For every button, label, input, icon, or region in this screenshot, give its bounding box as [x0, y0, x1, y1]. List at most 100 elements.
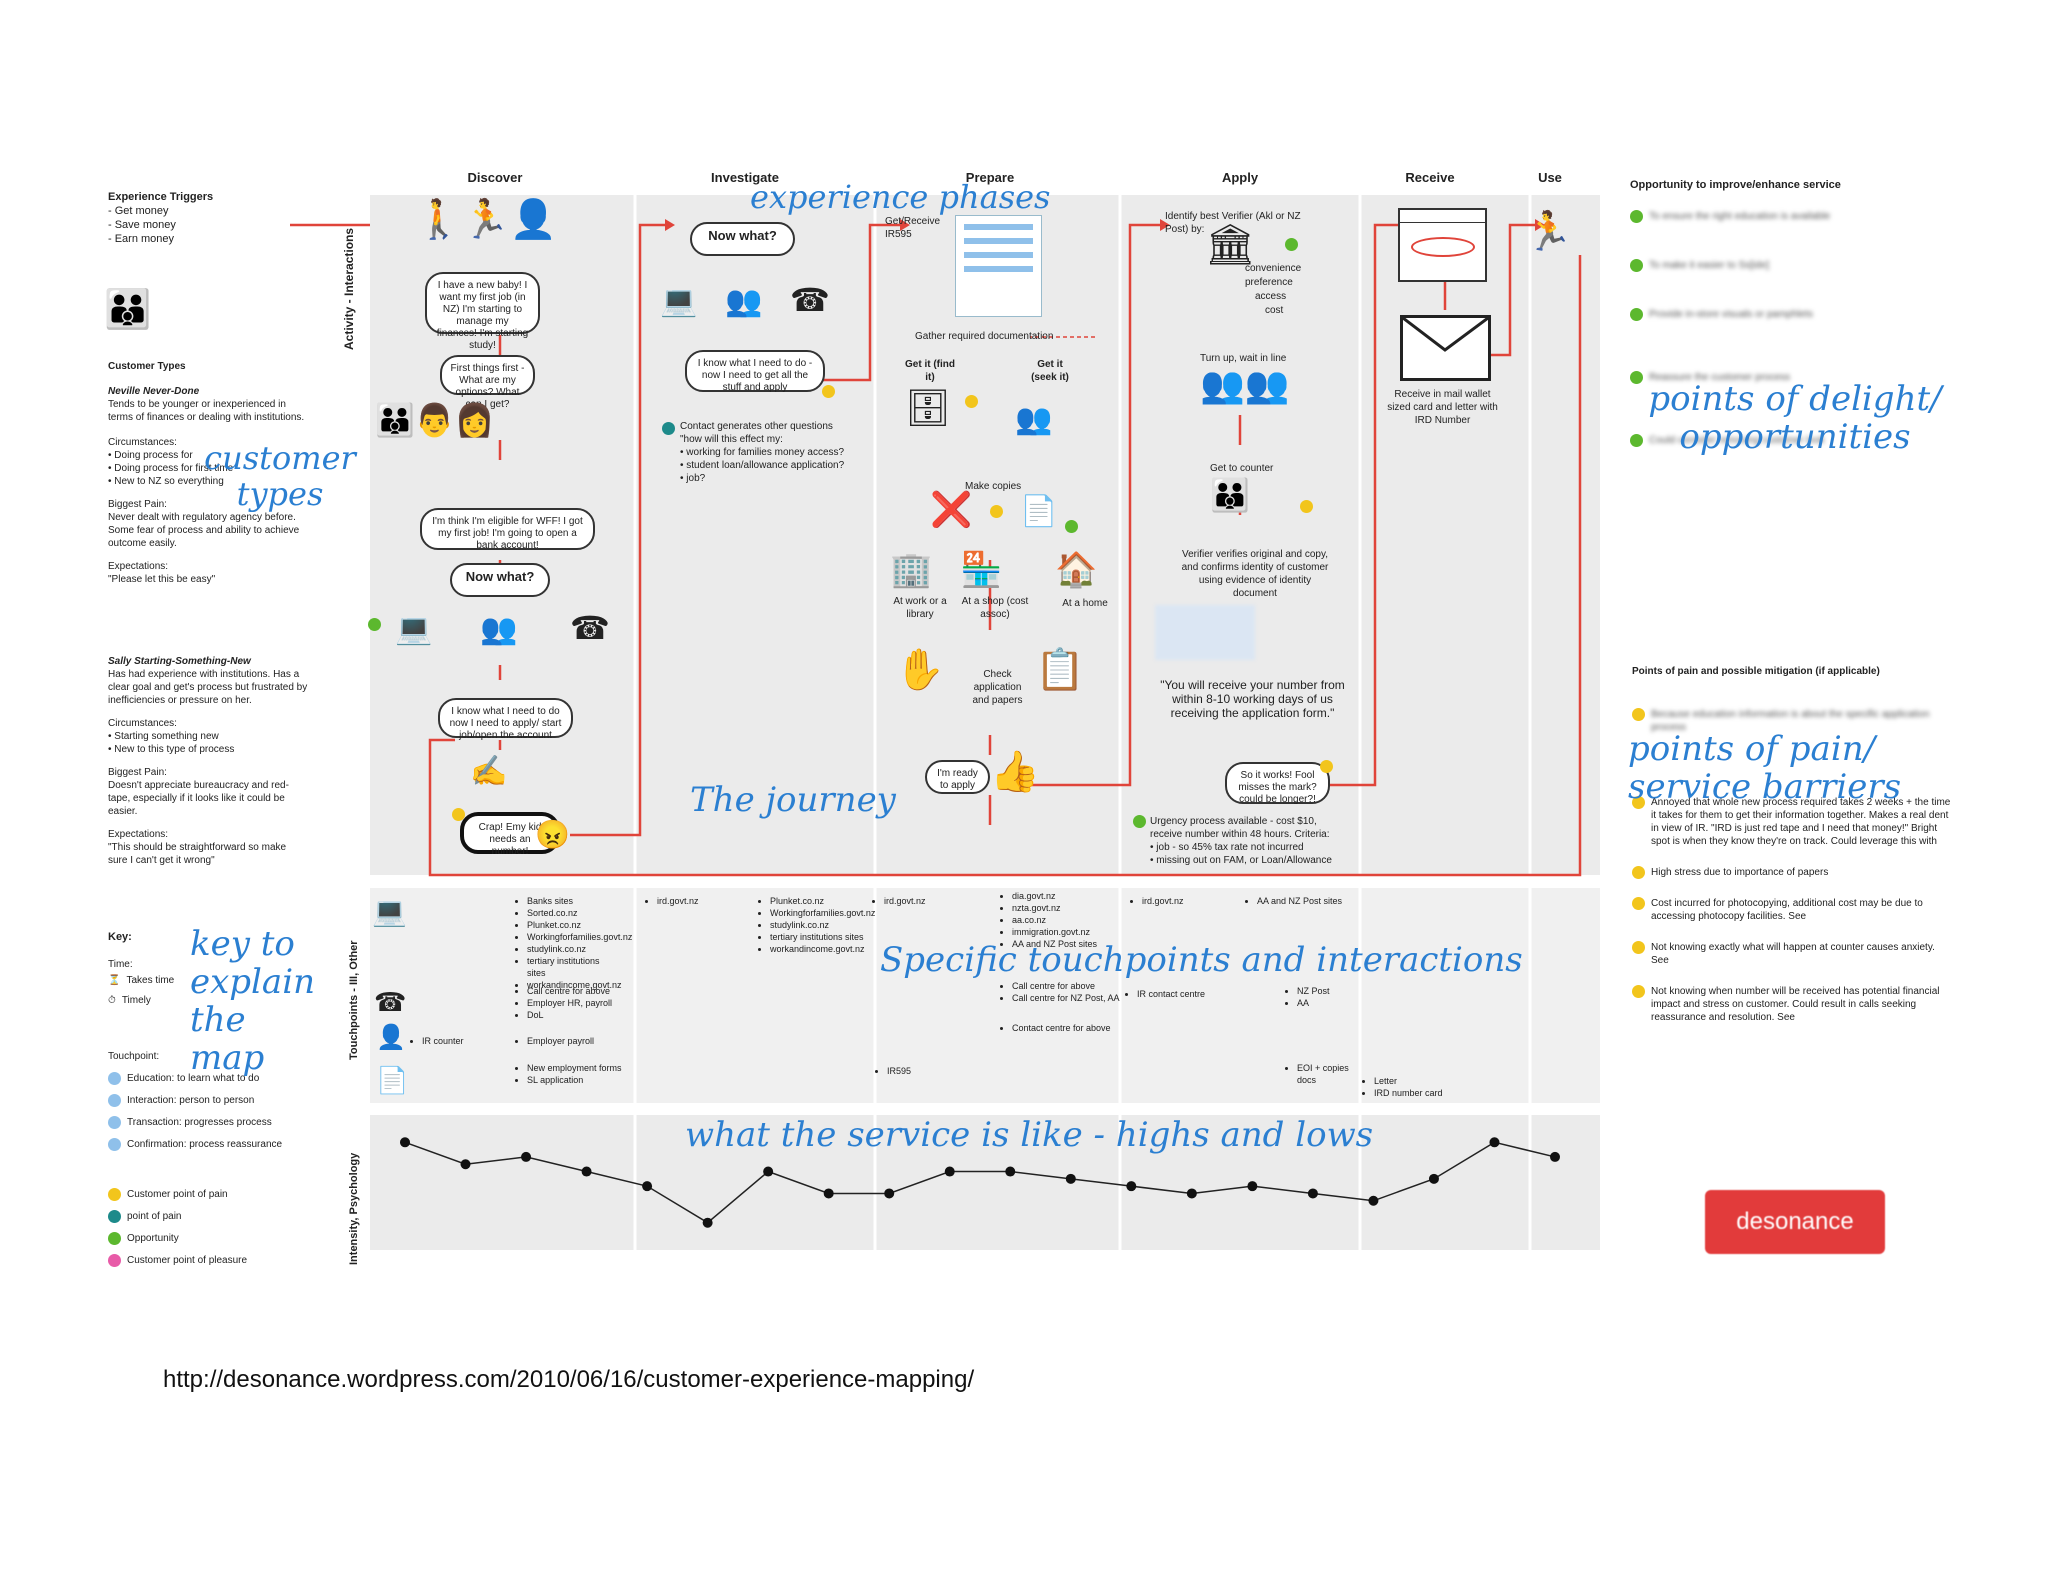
- touchpoint-dot-icon: [108, 1138, 121, 1151]
- persona-circ-label: Circumstances:: [108, 718, 177, 729]
- touchpoints-web-1: Banks sites Sorted.co.nz Plunket.co.nz W…: [515, 895, 632, 991]
- speech-bubble: First things first - What are my options…: [440, 355, 535, 410]
- emotion-point: [884, 1188, 895, 1199]
- touchpoints-forms-1: New employment forms SL application: [515, 1062, 645, 1086]
- get-it-seek-label: Get it (seek it): [1031, 359, 1069, 383]
- pain-text: Not knowing exactly what will happen at …: [1651, 942, 1935, 966]
- persona-circ-3: • New to NZ so everything: [108, 476, 224, 487]
- contact-generates-text: Contact generates other questions "how w…: [680, 420, 850, 485]
- emotion-point: [460, 1159, 471, 1170]
- emotion-point: [944, 1166, 955, 1177]
- persona-neville: Neville Never-Done Tends to be younger o…: [108, 385, 308, 586]
- people-icon: 🚶🏃👤: [415, 199, 557, 241]
- phase-prepare: Prepare: [965, 170, 1015, 185]
- annotation-key: key to explain the map: [190, 924, 315, 1078]
- speech-bubble: I know what I need to do now I need to a…: [438, 698, 573, 741]
- annotation-points-of-pain: points of pain/ service barriers: [1628, 729, 1902, 807]
- touchpoint-item: dia.govt.nz: [1012, 890, 1110, 902]
- pain-text: Annoyed that whole new process required …: [1651, 797, 1951, 847]
- pain-dot-icon: [965, 395, 978, 408]
- persona-circ-2: • New to this type of process: [108, 744, 235, 755]
- emotion-point: [581, 1166, 592, 1177]
- pain-dot-icon: [1632, 708, 1645, 721]
- make-copies-label: Make copies: [965, 481, 1022, 492]
- running-person-icon: 🏃: [1525, 211, 1573, 253]
- opportunity-text: To ensure the right education is availab…: [1649, 211, 1831, 222]
- touchpoint-item: workandincome.govt.nz: [770, 943, 868, 955]
- pain-text: Not knowing when number will be received…: [1651, 986, 1940, 1023]
- pain-dot-icon: [452, 808, 465, 821]
- opportunity-item: Could consider removing customer look: [1630, 434, 1960, 447]
- touchpoint-item: AA: [1297, 997, 1365, 1009]
- writing-icon: ✍: [470, 755, 508, 788]
- legend-item: point of pain: [108, 1210, 182, 1223]
- computer-user-icon: 💻: [660, 285, 698, 318]
- turn-up-label: Turn up, wait in line: [1200, 353, 1287, 364]
- calendar-icon: [1398, 208, 1487, 282]
- touchpoint-item: Workingforfamilies.govt.nz: [770, 907, 875, 919]
- emotion-point: [1186, 1188, 1197, 1199]
- opportunity-item: To ensure the right education is availab…: [1630, 210, 1960, 223]
- touchpoint-item: Plunket.co.nz: [527, 919, 615, 931]
- pain-dot-icon: [1632, 866, 1645, 879]
- touchpoint-item: ird.govt.nz: [1142, 895, 1210, 907]
- persona-name: Neville Never-Done: [108, 386, 200, 397]
- pain-item: Not knowing when number will be received…: [1632, 985, 1952, 1024]
- touchpoints-counter-3: Contact centre for above: [1000, 1022, 1130, 1034]
- opportunity-text: Could consider removing customer look: [1649, 435, 1825, 446]
- at-work-label: At work or a library: [893, 596, 947, 620]
- annotation-service-like: what the service is like - highs and low…: [685, 1115, 1374, 1155]
- persona-name: Sally Starting-Something-New: [108, 656, 251, 667]
- persona-exp-label: Expectations:: [108, 561, 169, 572]
- persona-desc: Tends to be younger or inexperienced in …: [108, 399, 305, 423]
- pain-dot-icon: [1632, 941, 1645, 954]
- pain-dot-icon: [108, 1210, 121, 1223]
- speech-bubble: Now what?: [450, 563, 550, 597]
- persona-exp: "Please let this be easy": [108, 574, 216, 585]
- speech-bubble: So it works! Fool misses the mark? could…: [1225, 762, 1330, 805]
- emotion-point: [823, 1188, 834, 1199]
- angry-face-icon: 😠: [535, 819, 570, 850]
- key-touchpoint-label: Touchpoint:: [108, 1051, 160, 1062]
- touchpoint-dot-icon: [108, 1116, 121, 1129]
- emotion-point: [702, 1217, 713, 1228]
- emotion-point: [1428, 1173, 1439, 1184]
- at-shop-label: At a shop (cost assoc): [961, 596, 1029, 620]
- footer-url[interactable]: http://desonance.wordpress.com/2010/06/1…: [163, 1366, 975, 1393]
- touchpoint-item: tertiary institutions sites: [527, 955, 615, 979]
- opportunity-heading: Opportunity to improve/enhance service: [1630, 179, 1841, 191]
- urgency-label: Urgency process available - cost $10, re…: [1150, 816, 1330, 840]
- touchpoint-item: Plunket.co.nz: [770, 895, 868, 907]
- key-item: Interaction: person to person: [108, 1094, 254, 1107]
- touchpoint-band: [370, 888, 1600, 1103]
- opportunity-dot-icon: [368, 618, 381, 631]
- phase-investigate: Investigate: [711, 170, 779, 185]
- opportunity-text: To make it easier to Ss[ide]: [1649, 260, 1770, 271]
- touchpoint-item: Sorted.co.nz: [527, 907, 615, 919]
- home-icon: 🏠: [1055, 551, 1098, 589]
- desonance-logo: desonance: [1705, 1190, 1885, 1254]
- phone-icon: ☎: [790, 282, 830, 318]
- key-item-label: Interaction: person to person: [127, 1095, 255, 1106]
- touchpoints-phone-2: Call centre for above Call centre for NZ…: [1000, 980, 1125, 1004]
- customer-types-heading: Customer Types: [108, 361, 186, 372]
- emotion-line: [404, 1141, 1556, 1224]
- persona-pain-label: Biggest Pain:: [108, 767, 167, 778]
- emotion-point: [400, 1137, 410, 1148]
- speech-bubble-angry: Crap! Emy kid needs an number!: [460, 812, 560, 857]
- emotion-point: [1126, 1181, 1137, 1192]
- touchpoint-item: Call centre for NZ Post, AA: [1012, 992, 1125, 1004]
- touchpoints-forms-3: EOI + copies docs: [1285, 1062, 1365, 1086]
- emotion-point: [1368, 1195, 1379, 1206]
- opportunity-item: Reassure the customer process: [1630, 371, 1960, 384]
- row-label-activity: Activity - Interactions: [342, 227, 356, 350]
- touchpoint-dot-icon: [108, 1072, 121, 1085]
- touchpoints-web-3: Plunket.co.nz Workingforfamilies.govt.nz…: [758, 895, 875, 955]
- touchpoint-item: Call centre for above: [1012, 980, 1125, 992]
- persona-pain-label: Biggest Pain:: [108, 499, 167, 510]
- receive-mail-label: Receive in mail wallet sized card and le…: [1387, 389, 1498, 426]
- computer-user-icon: 💻: [395, 613, 433, 646]
- counter-person-icon: 👤: [376, 1024, 406, 1051]
- key-takes-time-label: Takes time: [126, 975, 175, 986]
- legend-item: Customer point of pleasure: [108, 1254, 247, 1267]
